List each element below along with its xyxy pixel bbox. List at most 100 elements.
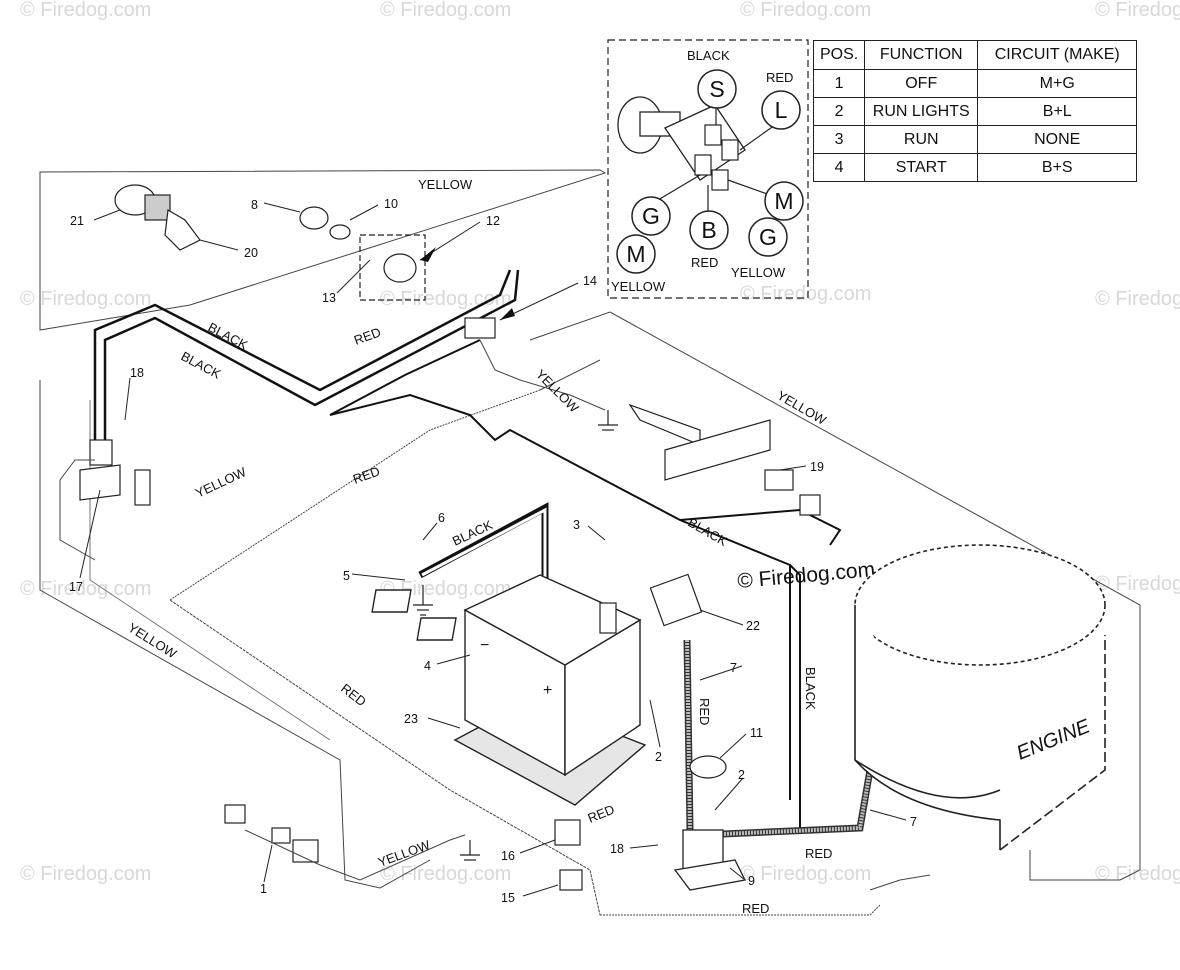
header-function: FUNCTION <box>864 40 979 70</box>
small-parts <box>79 184 821 891</box>
cell-pos: 3 <box>812 125 866 154</box>
inset-wire-labels: BLACK RED RED YELLOW YELLOW <box>611 48 793 294</box>
callout: 3 <box>573 518 580 532</box>
table-row: 1 OFF M+G <box>812 69 1138 98</box>
wire-label: RED <box>586 802 617 826</box>
wire-label: YELLOW <box>611 279 666 294</box>
wire-label: YELLOW <box>533 367 582 416</box>
watermark: © Firedog.com <box>20 288 151 310</box>
wire-label: RED <box>338 681 369 710</box>
watermark: © Firedog.com <box>20 578 151 600</box>
battery-negative: − <box>480 637 489 654</box>
cell-pos: 1 <box>812 69 866 98</box>
wire-label: BLACK <box>687 48 730 63</box>
wire-label: RED <box>805 846 832 861</box>
terminal-s: S <box>709 76 724 102</box>
wire-label: YELLOW <box>193 464 249 501</box>
cell-function: OFF <box>864 69 979 98</box>
callout: 13 <box>322 291 336 305</box>
wire-label: YELLOW <box>125 620 180 662</box>
battery-cable <box>418 502 549 580</box>
wire-label: BLACK <box>686 515 731 549</box>
watermark: © Firedog.com <box>740 0 871 21</box>
callout: 14 <box>583 274 597 288</box>
cell-function: RUN <box>864 125 979 154</box>
watermark: © Firedog.com <box>20 0 151 21</box>
callout: 16 <box>501 849 515 863</box>
table-row: 4 START B+S <box>812 153 1138 182</box>
callout-numbers: 21 8 10 20 12 13 14 18 17 6 3 5 4 23 22 … <box>69 197 917 905</box>
callout: 4 <box>424 659 431 673</box>
table-row: 2 RUN LIGHTS B+L <box>812 97 1138 126</box>
table-header-row: POS. FUNCTION CIRCUIT (MAKE) <box>812 40 1138 70</box>
watermark: © Firedog.com <box>380 578 511 600</box>
callout: 23 <box>404 712 418 726</box>
callout: 22 <box>746 619 760 633</box>
watermark: © Firedog.com <box>740 863 871 885</box>
watermark: © Firedog.com <box>740 283 871 305</box>
wire-label: RED <box>697 698 712 725</box>
cell-circuit: NONE <box>977 125 1138 154</box>
watermark: © Firedog.com <box>1095 288 1180 310</box>
ground-symbols <box>413 410 618 861</box>
terminal-b: B <box>701 217 716 243</box>
callout: 18 <box>130 366 144 380</box>
callout: 1 <box>260 882 267 896</box>
terminal-g: G <box>759 224 777 250</box>
header-circuit: CIRCUIT (MAKE) <box>977 40 1138 70</box>
callout: 18 <box>610 842 624 856</box>
callout: 12 <box>486 214 500 228</box>
arrowhead <box>500 308 515 320</box>
callout: 9 <box>748 874 755 888</box>
battery-positive: + <box>543 682 552 699</box>
red-cable <box>683 639 874 839</box>
wire-label: RED <box>351 463 382 486</box>
callout: 7 <box>730 661 737 675</box>
callout: 5 <box>343 569 350 583</box>
watermark: © Firedog.com <box>20 863 151 885</box>
callout: 8 <box>251 198 258 212</box>
arrowhead <box>420 247 436 262</box>
header-pos: POS. <box>812 40 866 70</box>
callout: 2 <box>738 768 745 782</box>
terminal-m: M <box>774 188 793 214</box>
watermark: © Firedog.com <box>380 863 511 885</box>
cell-circuit: B+L <box>977 97 1138 126</box>
battery <box>371 574 647 806</box>
wire-label: RED <box>352 324 383 347</box>
wire-label: YELLOW <box>731 265 786 280</box>
cell-circuit: M+G <box>977 69 1138 98</box>
engine <box>854 544 1106 851</box>
watermark-center: © Firedog.com <box>736 558 876 593</box>
cell-pos: 2 <box>812 97 866 126</box>
callout: 20 <box>244 246 258 260</box>
callout: 15 <box>501 891 515 905</box>
callout: 19 <box>810 460 824 474</box>
terminal-l: L <box>775 97 788 123</box>
watermark: © Firedog.com <box>1095 863 1180 885</box>
terminal-circles: S L G B M M G <box>616 69 804 274</box>
watermark: © Firedog.com <box>1095 0 1180 21</box>
wire-label: RED <box>766 70 793 85</box>
watermark: © Firedog.com <box>380 288 511 310</box>
thin-wires <box>59 339 1120 891</box>
cell-function: START <box>864 153 979 182</box>
wire-label: RED <box>742 901 769 916</box>
watermark: © Firedog.com <box>1095 573 1180 595</box>
callout: 7 <box>910 815 917 829</box>
watermark: © Firedog.com <box>380 0 511 21</box>
terminal-m: M <box>626 241 645 267</box>
terminal-g: G <box>642 203 660 229</box>
wire-label: YELLOW <box>418 177 473 192</box>
black-harness <box>93 269 520 440</box>
wire-label: BLACK <box>179 348 224 381</box>
switch-function-table: POS. FUNCTION CIRCUIT (MAKE) 1 OFF M+G 2… <box>812 40 1138 182</box>
table-row: 3 RUN NONE <box>812 125 1138 154</box>
cell-function: RUN LIGHTS <box>864 97 979 126</box>
callout: 21 <box>70 214 84 228</box>
solenoid <box>673 829 746 891</box>
ignition-switch-detail <box>617 96 776 215</box>
callout: 11 <box>750 726 763 740</box>
switch-inset-frame <box>607 39 809 299</box>
